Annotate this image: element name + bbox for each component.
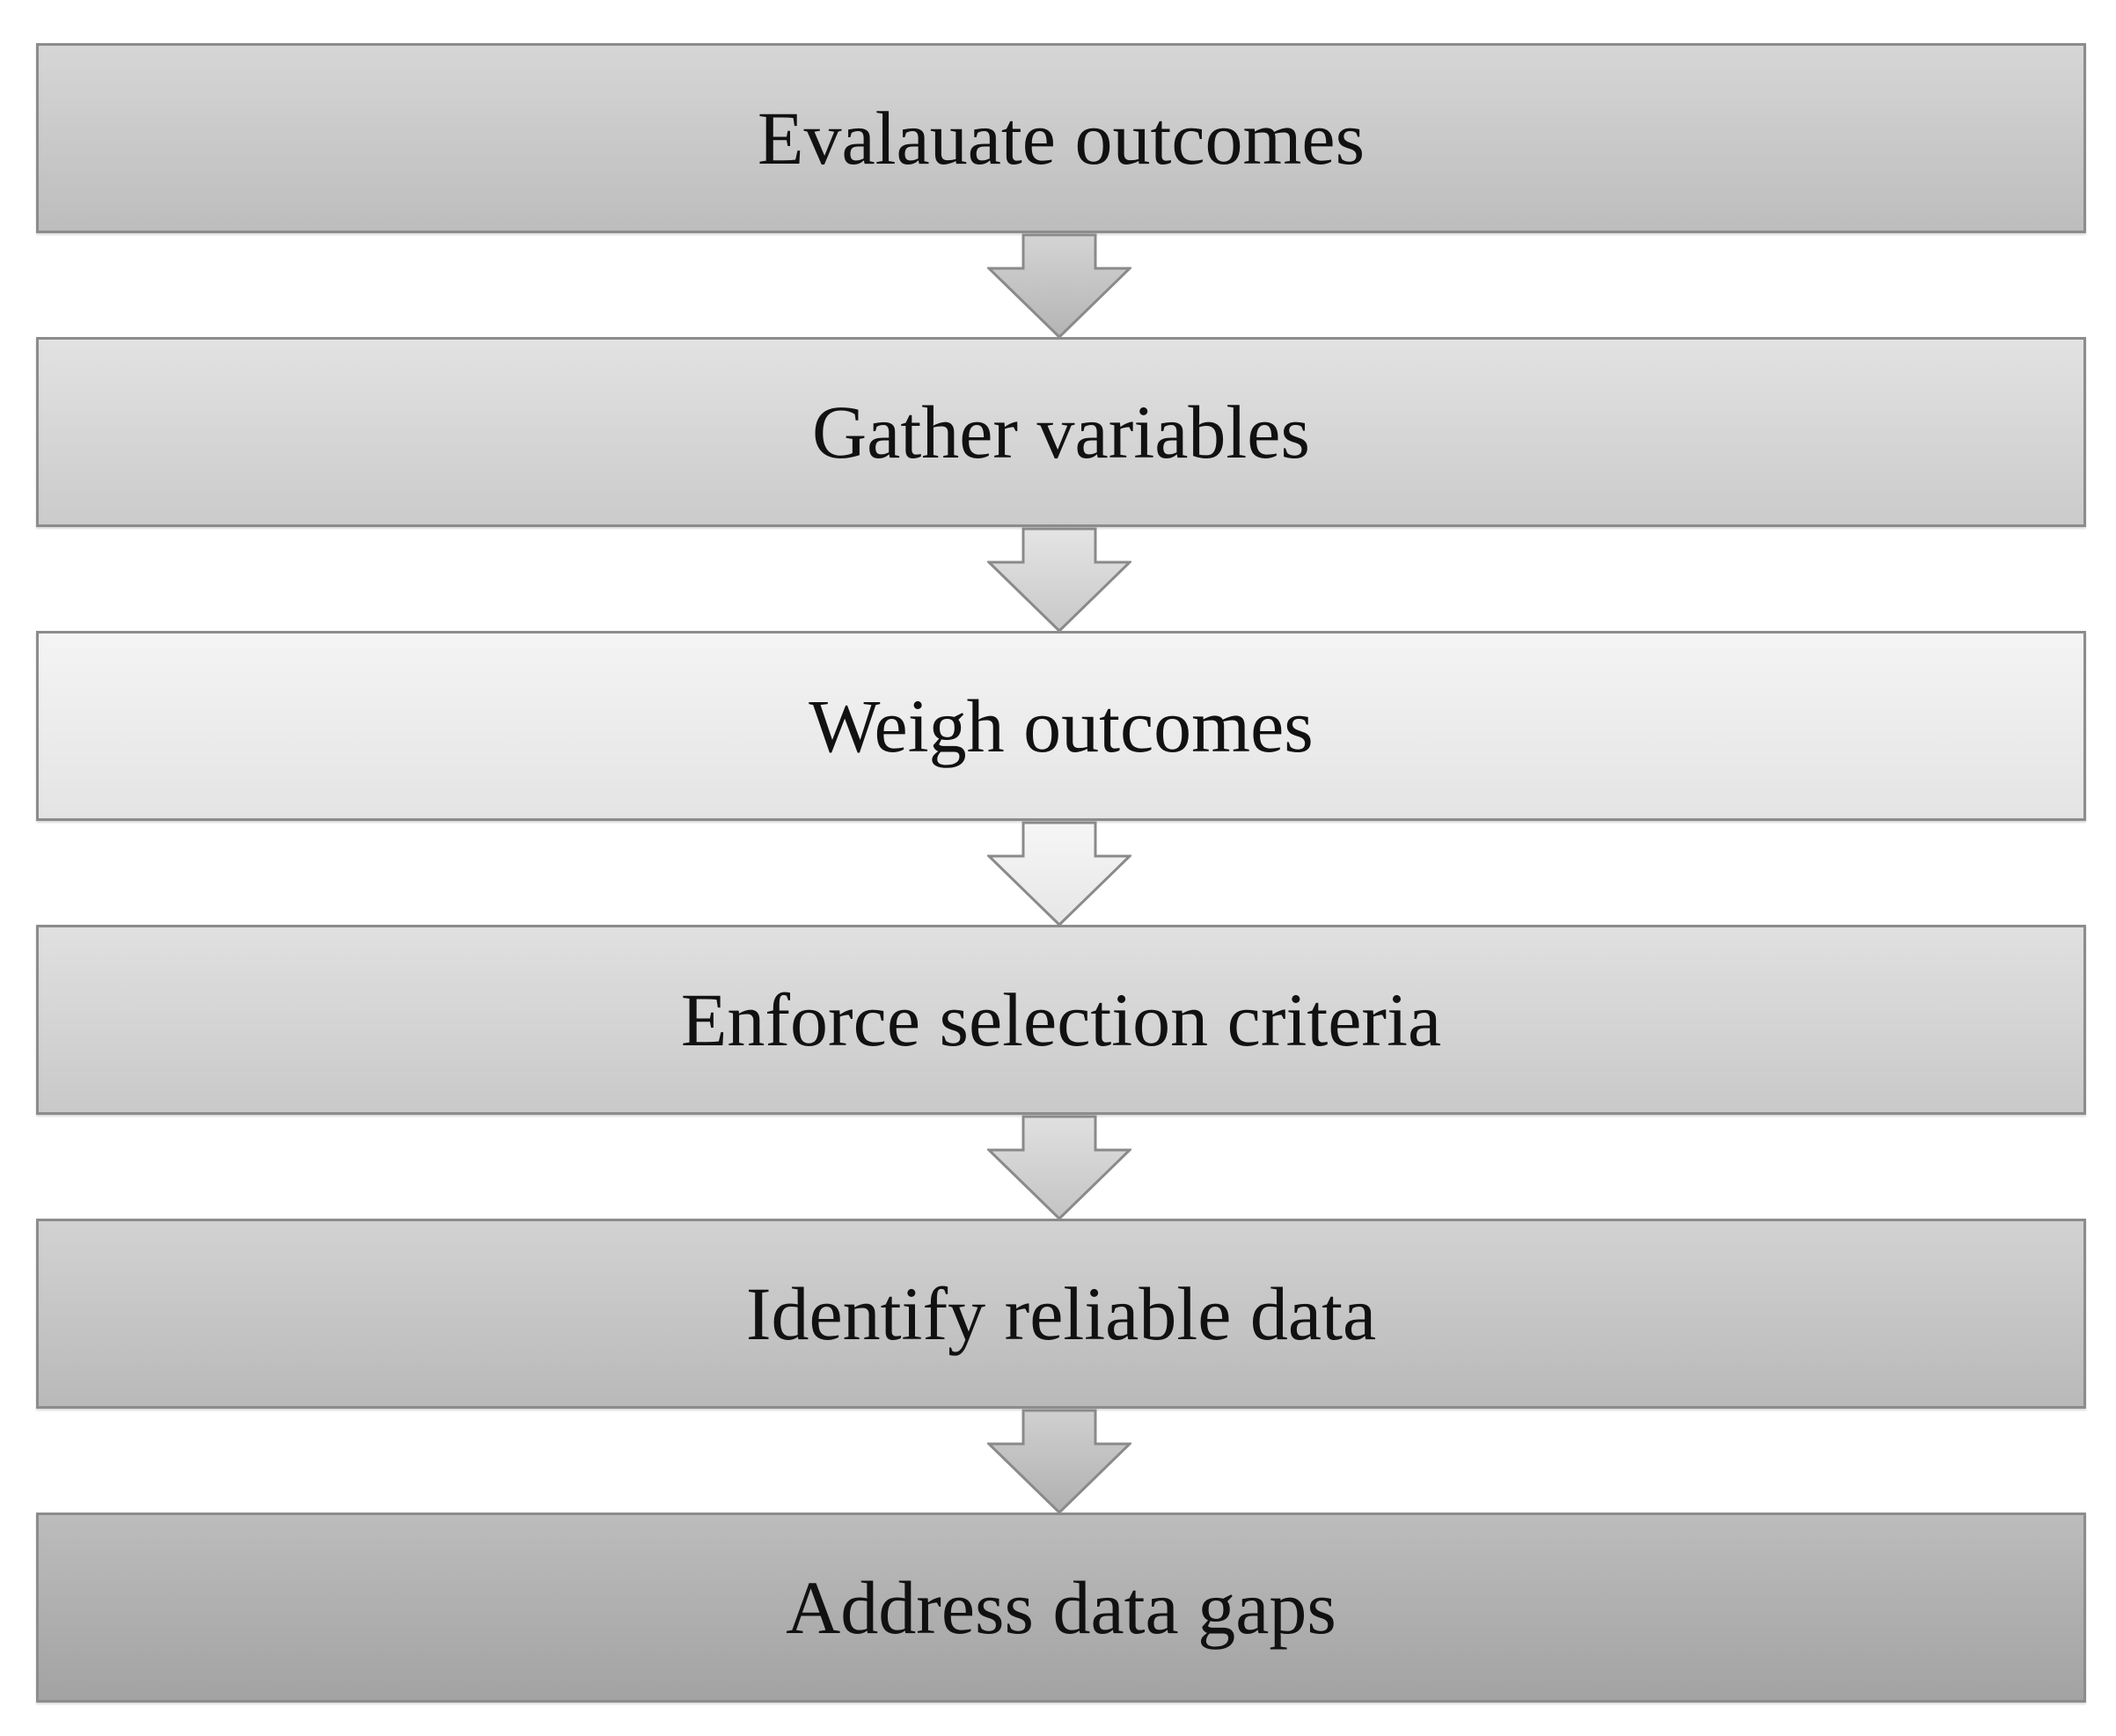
- step-label: Address data gaps: [786, 1565, 1336, 1650]
- step-box-evaluate-outcomes: Evalauate outcomes: [36, 43, 2086, 233]
- step-box-address-data-gaps: Address data gaps: [36, 1513, 2086, 1703]
- step-label: Identify reliable data: [745, 1271, 1377, 1356]
- step-box-enforce-selection-criteria: Enforce selection criteria: [36, 925, 2086, 1115]
- down-arrow-icon: [987, 1115, 1131, 1220]
- down-arrow-icon: [987, 1409, 1131, 1514]
- step-box-weigh-outcomes: Weigh outcomes: [36, 631, 2086, 821]
- down-arrow-icon: [987, 821, 1131, 927]
- step-label: Enforce selection criteria: [680, 978, 1442, 1062]
- step-box-identify-reliable-data: Identify reliable data: [36, 1219, 2086, 1409]
- step-label: Evalauate outcomes: [757, 96, 1366, 180]
- down-arrow-icon: [987, 527, 1131, 633]
- step-label: Weigh outcomes: [809, 684, 1314, 768]
- down-arrow-icon: [987, 233, 1131, 339]
- step-label: Gather variables: [812, 390, 1310, 474]
- step-box-gather-variables: Gather variables: [36, 337, 2086, 527]
